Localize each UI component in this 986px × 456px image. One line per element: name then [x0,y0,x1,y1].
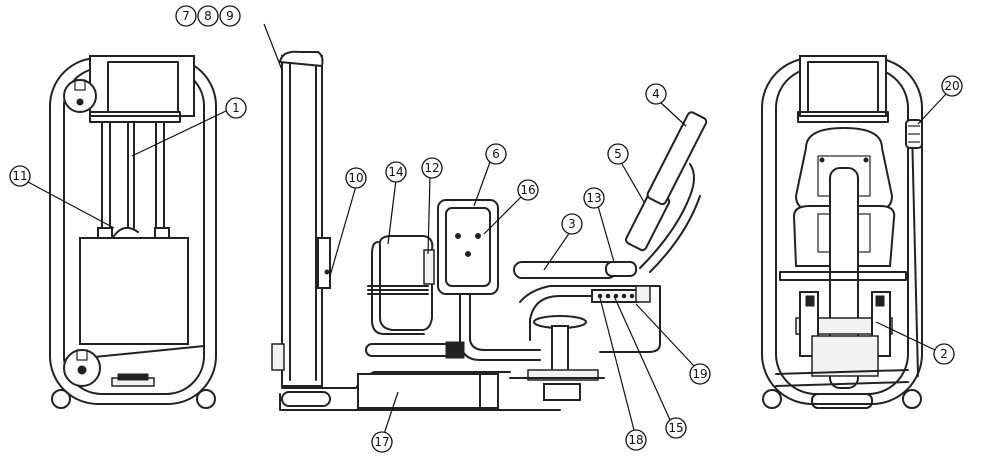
callout-label: 14 [388,165,403,179]
side-view [271,50,708,411]
callout-3: 3 [561,213,583,235]
callout-4: 4 [645,83,667,105]
callout-label: 13 [586,191,601,205]
front-top-bracket [799,55,887,117]
front-handle-rod [911,129,919,377]
callout-13: 13 [583,187,605,209]
callout-label: 2 [940,347,948,361]
callout-label: 3 [568,217,576,231]
side-pivot-shaft [551,325,569,377]
callout-14: 14 [385,161,407,183]
callout-20: 20 [941,75,963,97]
side-front-frame [599,285,661,353]
callout-8: 8 [197,5,219,27]
side-carriage [317,237,331,289]
side-rear-foot [281,391,331,407]
callout-1: 1 [225,97,247,119]
front-seat-frame [779,271,907,281]
side-leg-frame [371,241,425,335]
callout-11: 11 [9,165,31,187]
front-pivot-plate [795,317,893,335]
side-base-lower [279,393,561,411]
callout-17: 17 [371,431,393,453]
rear-foot-left [51,389,71,409]
callout-label: 6 [492,147,500,161]
side-seat [513,261,617,279]
front-foot-plate [811,393,873,409]
callout-label: 19 [692,367,707,381]
callout-6: 6 [485,143,507,165]
callout-label: 17 [374,435,389,449]
front-base-mech [811,335,879,377]
callout-label: 11 [12,169,27,183]
callout-9: 9 [219,5,241,27]
side-column-cap [278,50,324,68]
side-back-post [459,293,541,361]
side-backrest-frame [639,163,695,269]
side-leg-pad [378,235,434,331]
side-curved-frame [519,285,601,303]
side-head-pad [646,111,708,206]
callout-2: 2 [933,343,955,365]
callout-19: 19 [689,363,711,385]
rear-selector-clip [113,226,139,237]
side-adjuster-knob [635,285,651,303]
callout-16: 16 [517,179,539,201]
front-foot-right [902,389,922,409]
front-view [761,55,923,409]
rear-weight-stack [79,237,189,345]
callout-label: 7 [182,9,190,23]
callout-label: 5 [614,147,622,161]
callout-10: 10 [345,167,367,189]
callout-label: 4 [652,87,660,101]
leader-lines [27,23,947,435]
callout-7: 7 [175,5,197,27]
callout-15: 15 [665,417,687,439]
callout-label: 20 [944,79,959,93]
callout-label: 18 [628,433,643,447]
callout-label: 8 [204,9,212,23]
rear-foot-right [196,389,216,409]
callout-label: 1 [232,101,240,115]
callout-label: 15 [668,421,683,435]
side-back-pad [437,199,499,295]
callout-5: 5 [607,143,629,165]
side-front-foot [543,383,581,401]
front-foot-left [762,389,782,409]
side-lower-pulley [271,343,285,371]
callout-12: 12 [421,157,443,179]
rear-top-pulley [63,79,97,113]
callout-label: 16 [520,183,535,197]
callout-label: 12 [424,161,439,175]
callout-18: 18 [625,429,647,451]
side-pad-adjuster [423,249,435,285]
callout-label: 10 [348,171,363,185]
callout-label: 9 [226,9,234,23]
side-base-box [357,373,499,409]
side-pivot-base [527,369,599,381]
rear-view [49,55,217,409]
